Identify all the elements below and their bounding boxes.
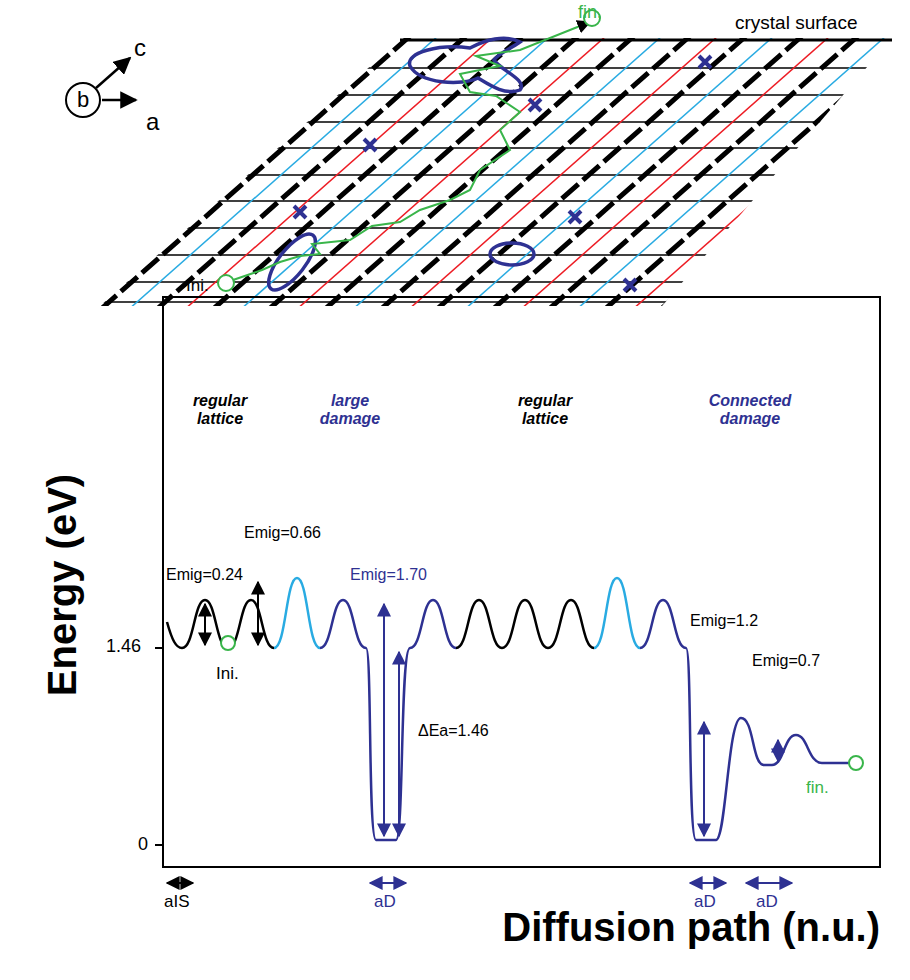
energy-value: Emig=0.7	[752, 652, 820, 670]
energy-value: ΔEa=1.46	[418, 722, 489, 740]
energy-curve-segment	[456, 600, 502, 648]
lattice-line	[632, 36, 910, 310]
lattice-line	[60, 254, 900, 256]
lattice-line	[0, 36, 214, 310]
lattice-line	[548, 36, 858, 310]
energy-curve-segment	[320, 600, 366, 648]
initial-marker	[221, 636, 235, 650]
energy-curve-segment	[502, 600, 548, 648]
lattice-line	[352, 36, 662, 310]
axis-arrow	[96, 58, 130, 88]
energy-arrow	[167, 582, 792, 883]
plot-frame	[163, 297, 880, 867]
crystal-lattice	[0, 36, 910, 310]
lattice-line	[240, 36, 550, 310]
axis-arrow	[102, 99, 136, 102]
lattice-line	[60, 67, 900, 69]
energy-value: Emig=1.70	[350, 566, 427, 584]
lattice-line	[60, 227, 900, 229]
initial-label: Ini.	[216, 664, 239, 684]
lattice-line	[60, 301, 900, 303]
lattice-line	[408, 36, 718, 310]
surface-label: crystal surface	[735, 12, 857, 34]
lattice-line	[744, 36, 910, 310]
lattice-line	[0, 36, 18, 310]
lattice-line	[60, 200, 900, 202]
lattice-line	[184, 36, 494, 310]
axis-title: Diffusion path (n.u.)	[502, 904, 880, 950]
lattice-line	[128, 36, 438, 310]
axis-tick	[155, 844, 163, 846]
lattice-line	[716, 36, 910, 310]
region-label: regular lattice	[180, 392, 260, 429]
lattice-line	[0, 36, 186, 310]
lattice-line	[0, 36, 158, 310]
diffusion-path	[218, 10, 600, 291]
lattice-line	[0, 36, 102, 310]
region-label: regular lattice	[505, 392, 585, 429]
energy-value: Emig=0.24	[166, 566, 243, 584]
energy-curve-segment	[274, 578, 320, 648]
axis-name: c	[134, 34, 146, 62]
initial-label: Ini.	[186, 276, 209, 296]
lattice-line	[604, 36, 910, 310]
axis-name: a	[146, 108, 159, 136]
lattice-line	[772, 36, 910, 310]
energy-curve-segment	[594, 578, 640, 648]
region-label: large damage	[310, 392, 390, 429]
axis-value: 0	[138, 834, 148, 855]
length-label: aD	[374, 892, 396, 912]
energy-curve-segment	[548, 600, 594, 648]
energy-value: Emig=0.66	[244, 524, 321, 542]
lattice-line	[296, 36, 606, 310]
lattice-line	[16, 36, 326, 310]
surface-line	[400, 39, 892, 42]
energy-value: Emig=1.2	[690, 612, 758, 630]
axis-title: Energy (eV)	[39, 474, 85, 696]
lattice-line	[0, 36, 46, 310]
length-label: aIS	[164, 892, 190, 912]
lattice-line	[0, 36, 74, 310]
lattice-line	[520, 36, 830, 310]
lattice-line	[72, 36, 382, 310]
final-label: fin.	[578, 2, 602, 23]
lattice-line	[660, 36, 910, 310]
axis-value: 1.46	[106, 636, 141, 657]
damage	[261, 38, 534, 297]
lattice-line	[464, 36, 774, 310]
axis-tick	[155, 647, 163, 649]
region-label: Connected damage	[700, 392, 800, 429]
final-label: fin.	[806, 778, 829, 798]
axis-name: b	[77, 87, 89, 113]
lattice-line	[688, 36, 910, 310]
lattice-line	[0, 36, 130, 310]
final-marker	[849, 756, 863, 770]
lattice-line	[800, 36, 910, 310]
energy-curve-segment	[410, 600, 456, 648]
defect-cross	[294, 56, 711, 291]
energy-curve-segment	[640, 600, 686, 648]
lattice-line	[576, 36, 886, 310]
axis-circle: b	[65, 82, 101, 118]
energy-curve	[167, 578, 849, 840]
